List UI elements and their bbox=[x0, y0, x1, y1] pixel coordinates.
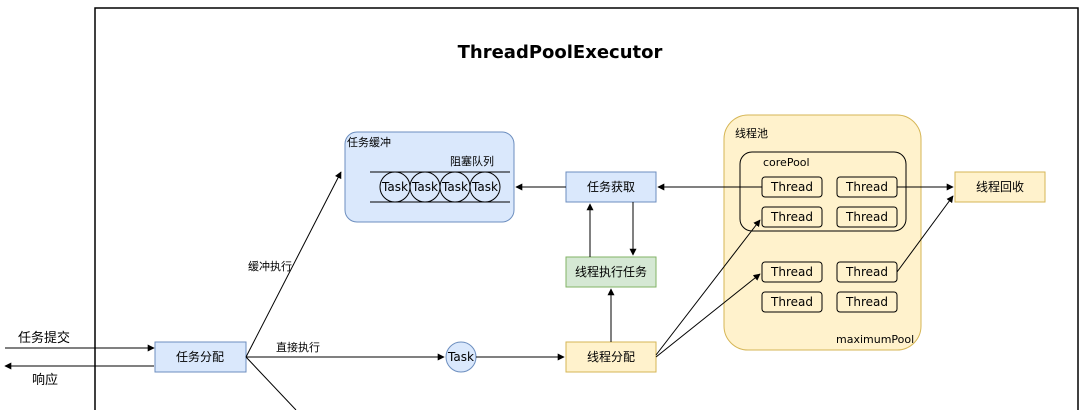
moving-task-label: Task bbox=[447, 350, 474, 364]
thread-pool-label: 线程池 bbox=[735, 126, 768, 140]
thread-dispatch-label: 线程分配 bbox=[587, 349, 635, 364]
thread-pool-group bbox=[723, 114, 922, 351]
task-buffer-label: 任务缓冲 bbox=[347, 135, 391, 149]
thread-execute-label: 线程执行任务 bbox=[575, 264, 647, 279]
thread-label: Thread bbox=[770, 295, 813, 309]
thread-label: Thread bbox=[770, 265, 813, 279]
task-dispatch-label: 任务分配 bbox=[176, 349, 224, 364]
queue-tasks: Task Task Task Task bbox=[379, 171, 501, 203]
submit-label: 任务提交 bbox=[18, 330, 70, 346]
maximum-pool-label: maximumPool bbox=[836, 333, 914, 346]
queue-task-label: Task bbox=[381, 180, 408, 194]
direct-exec-label: 直接执行 bbox=[276, 340, 320, 354]
thread-label: Thread bbox=[845, 265, 888, 279]
queue-task-label: Task bbox=[411, 180, 438, 194]
reject-path-line bbox=[245, 356, 297, 410]
response-label: 响应 bbox=[32, 372, 58, 388]
thread-box bbox=[836, 206, 898, 228]
buffer-exec-label: 缓冲执行 bbox=[248, 259, 292, 273]
task-dispatch-box bbox=[154, 341, 247, 373]
diagram-title: ThreadPoolExecutor bbox=[458, 42, 663, 63]
queue-task-label: Task bbox=[441, 180, 468, 194]
thread-box bbox=[761, 291, 823, 313]
dispatch-to-core-arrow bbox=[655, 219, 761, 356]
thread-recycle-box bbox=[954, 171, 1046, 203]
thread-label: Thread bbox=[845, 295, 888, 309]
thread-box bbox=[761, 261, 823, 283]
core-pool-label: corePool bbox=[763, 156, 810, 169]
thread-box bbox=[836, 291, 898, 313]
queue-task bbox=[469, 171, 501, 203]
dispatch-to-max-arrow bbox=[655, 273, 761, 358]
thread-grid: Thread Thread Thread Thread Thread Threa… bbox=[761, 176, 898, 313]
thread-recycle-label: 线程回收 bbox=[976, 179, 1024, 194]
thread-execute-box bbox=[565, 256, 657, 288]
thread-label: Thread bbox=[770, 180, 813, 194]
executor-frame bbox=[94, 7, 1079, 410]
buffer-exec-arrow bbox=[245, 171, 342, 358]
thread-label: Thread bbox=[770, 210, 813, 224]
queue-task-label: Task bbox=[471, 180, 498, 194]
task-fetch-label: 任务获取 bbox=[587, 179, 635, 194]
max-to-recycle-arrow bbox=[896, 195, 954, 273]
thread-label: Thread bbox=[845, 210, 888, 224]
blocking-queue-label: 阻塞队列 bbox=[450, 154, 494, 168]
thread-box bbox=[761, 206, 823, 228]
thread-label: Thread bbox=[845, 180, 888, 194]
